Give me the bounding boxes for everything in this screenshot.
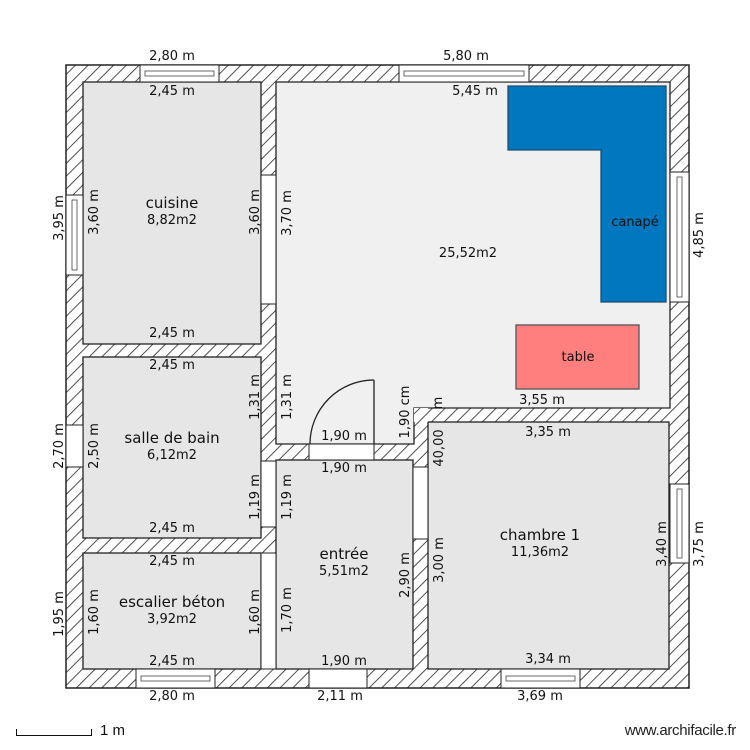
- dim-hall-short: m: [431, 397, 446, 410]
- room-area-cuisine: 8,82m2: [147, 213, 197, 228]
- room-area-entree: 5,51m2: [319, 564, 369, 579]
- opening-sdb-hall[interactable]: [260, 460, 277, 528]
- room-area-chambre-1: 11,36m2: [511, 545, 569, 560]
- dim-cuisine-bottom: 2,45 m: [149, 326, 195, 341]
- room-name-cuisine: cuisine: [146, 194, 199, 212]
- room-area-salle-de-bain: 6,12m2: [147, 448, 197, 463]
- dim-cuisine-left: 3,60 m: [87, 189, 102, 235]
- dim-entree-right: 2,90 m: [398, 552, 413, 598]
- dim-cuisine-right: 3,60 m: [248, 189, 263, 235]
- door-swing-entree[interactable]: [309, 379, 375, 445]
- window-living-top[interactable]: [398, 64, 530, 83]
- opening-cuisine-living[interactable]: [260, 174, 277, 305]
- dim-cuisine-top: 2,45 m: [149, 84, 195, 99]
- furniture-canape[interactable]: canapé: [507, 85, 667, 303]
- dim-esc-bottom: 2,45 m: [149, 654, 195, 669]
- dimension-labels-vertical: 3,95 m 3,60 m 3,60 m 3,70 m 4,85 m 2,70 …: [52, 189, 707, 637]
- dim-sdb-top: 2,45 m: [149, 358, 195, 373]
- dim-entree-left-upper: 1,19 m: [280, 474, 295, 520]
- room-area-escalier: 3,92m2: [147, 612, 197, 627]
- dim-sdb-bottom: 2,45 m: [149, 521, 195, 536]
- dim-chambre-left: 3,00 m: [432, 537, 447, 583]
- opening-entree-chambre[interactable]: [412, 466, 429, 540]
- dimension-labels-horizontal: 2,80 m 5,80 m 2,45 m 5,45 m 2,45 m 2,45 …: [149, 49, 571, 704]
- wall-stub-hall: [414, 408, 428, 422]
- window-cuisine-top[interactable]: [139, 64, 220, 83]
- dim-esc-top: 2,45 m: [149, 554, 195, 569]
- rooms: [82, 81, 671, 670]
- room-entree[interactable]: [275, 459, 414, 670]
- front-door-opening[interactable]: [308, 668, 368, 689]
- window-chambre-bottom[interactable]: [500, 668, 581, 689]
- scale-bar-icon: [16, 729, 92, 736]
- windows: [65, 64, 690, 689]
- window-cuisine-left[interactable]: [65, 194, 84, 276]
- canape-label: canapé: [611, 215, 659, 230]
- dim-esc-left: 1,60 m: [87, 589, 102, 635]
- window-esc-bottom[interactable]: [135, 668, 216, 689]
- dim-bottom-outer-right: 3,69 m: [517, 689, 563, 704]
- room-labels: cuisine 8,82m2 salle de bain 6,12m2 esca…: [119, 194, 580, 627]
- room-cuisine[interactable]: [82, 81, 262, 345]
- dim-entree-left-lower: 1,70 m: [280, 587, 295, 633]
- dim-sdb-right-lower: 1,19 m: [248, 474, 263, 520]
- dim-chambre-bottom: 3,34 m: [525, 652, 571, 667]
- opening-esc-entree[interactable]: [260, 552, 277, 670]
- scale-indicator: 1 m: [16, 722, 125, 739]
- window-chambre-right[interactable]: [669, 483, 690, 564]
- dim-esc-right: 1,60 m: [248, 589, 263, 635]
- dim-hall-left-upper: 1,31 m: [280, 374, 295, 420]
- window-living-right[interactable]: [669, 171, 690, 303]
- room-name-chambre-1: chambre 1: [500, 526, 580, 544]
- room-escalier[interactable]: [82, 552, 262, 670]
- room-name-salle-de-bain: salle de bain: [124, 429, 219, 447]
- opening-entree-living[interactable]: [308, 443, 375, 461]
- furniture-table[interactable]: table: [515, 324, 640, 390]
- dim-sdb-left: 2,50 m: [87, 423, 102, 469]
- room-area-sejour: 25,52m2: [439, 246, 497, 261]
- room-name-escalier: escalier béton: [119, 593, 225, 611]
- dim-living-bottom: 3,55 m: [519, 393, 565, 408]
- dim-top-outer-right: 5,80 m: [443, 49, 489, 64]
- dim-hall-cm: 1,90 cm: [398, 386, 413, 439]
- dim-outer-left-cuisine: 3,95 m: [52, 195, 67, 241]
- dim-sdb-right-upper: 1,31 m: [248, 374, 263, 420]
- room-name-entree: entrée: [320, 545, 369, 563]
- opening-sdb-outer[interactable]: [65, 424, 84, 468]
- dim-chambre-right: 3,40 m: [655, 521, 670, 567]
- dim-top-outer-left: 2,80 m: [149, 49, 195, 64]
- room-chambre-1[interactable]: [427, 421, 670, 670]
- dim-outer-right-living: 4,85 m: [692, 212, 707, 258]
- dim-living-top: 5,45 m: [452, 84, 498, 99]
- watermark-site: www.archifacile.fr: [624, 722, 737, 739]
- wall-openings: [65, 174, 429, 689]
- table-label: table: [562, 350, 595, 365]
- dim-door-width: 1,90 m: [321, 429, 367, 444]
- dim-living-left: 3,70 m: [280, 190, 295, 236]
- dim-outer-left-sdb: 2,70 m: [52, 423, 67, 469]
- dim-chambre-top: 3,35 m: [525, 425, 571, 440]
- dim-bottom-outer-mid: 2,11 m: [317, 689, 363, 704]
- dim-chambre-left-upper: 40,00: [432, 429, 447, 466]
- dim-entree-bottom: 1,90 m: [321, 654, 367, 669]
- dim-bottom-outer-left: 2,80 m: [149, 689, 195, 704]
- dim-outer-right-chambre: 3,75 m: [692, 521, 707, 567]
- dim-entree-top: 1,90 m: [321, 461, 367, 476]
- room-salle-de-bain[interactable]: [82, 356, 262, 539]
- dim-outer-left-esc: 1,95 m: [52, 591, 67, 637]
- scale-label: 1 m: [100, 722, 126, 739]
